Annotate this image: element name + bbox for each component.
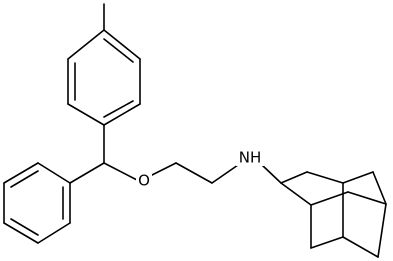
nitrogen-to-adamantyl-bond: [261, 164, 282, 184]
oxygen-label-bg: [136, 171, 152, 189]
ring-bond: [37, 162, 71, 184]
oxygen-label: O: [138, 172, 150, 190]
ch-to-phenyl-bond: [69, 162, 105, 184]
ring-double-bond: [10, 170, 39, 188]
ch2-to-nitrogen-bond: [211, 164, 239, 184]
ring-bond: [67, 29, 105, 60]
cage-bond: [342, 236, 379, 258]
cage-bond: [342, 171, 374, 184]
ch-to-oxygen-bond: [103, 162, 138, 181]
nitrogen-label-bg: [236, 148, 264, 166]
ring-bond: [103, 103, 141, 126]
oxygen-to-ch2-bond: [151, 162, 177, 176]
ring-bond: [67, 103, 105, 126]
cage-bond: [377, 203, 387, 258]
phenyl-ring: [3, 162, 71, 244]
ring-bond: [3, 162, 39, 184]
ring-double-bond: [103, 100, 134, 118]
ring-double-bond: [10, 218, 39, 236]
cage-bond: [280, 171, 308, 184]
ring-bond: [37, 222, 71, 244]
ch2-ch2-bond: [175, 162, 213, 184]
cage-bond: [306, 171, 344, 184]
adamantane-cage: [280, 171, 387, 258]
cage-bond: [347, 191, 387, 205]
ring-double-bond: [103, 38, 134, 63]
cage-bond: [280, 182, 312, 206]
ring-bond: [3, 222, 39, 244]
tolyl-ring: [67, 3, 141, 126]
cage-bond: [372, 171, 387, 205]
nitrogen-label: NH: [239, 149, 262, 167]
cage-bond: [310, 191, 349, 206]
cage-bond: [310, 236, 344, 249]
ring-bond: [103, 29, 141, 60]
